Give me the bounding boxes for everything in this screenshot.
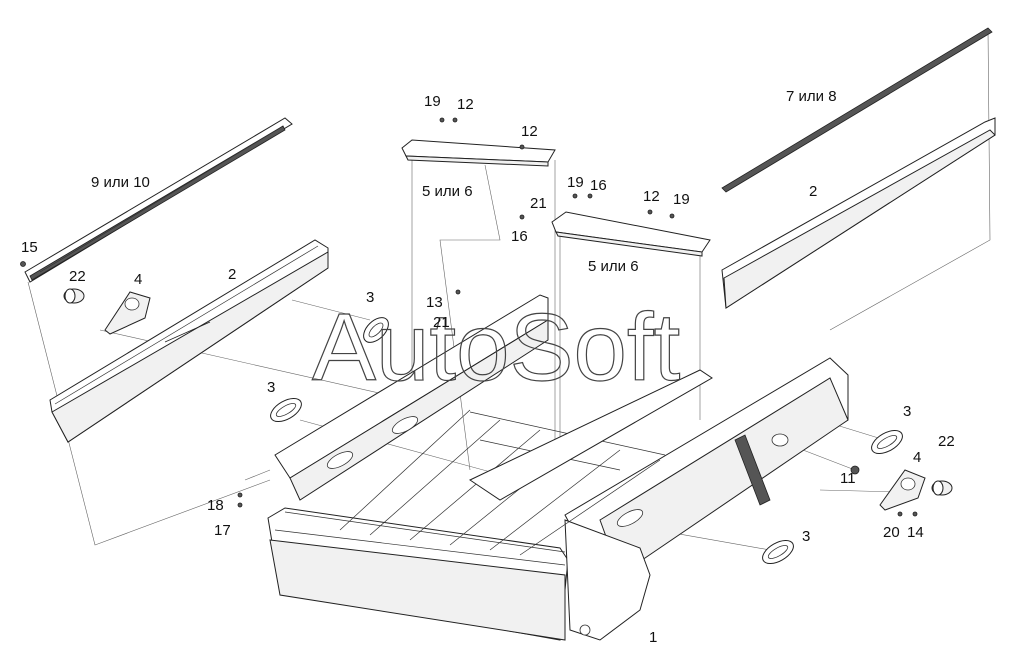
label-part-3-inner: 3: [366, 289, 374, 306]
label-part-14: 14: [907, 524, 924, 541]
label-part-17: 17: [214, 522, 231, 539]
label-part-22-right: 22: [938, 433, 955, 450]
watermark-text: AutoSoft: [312, 294, 680, 401]
label-part-2-left: 2: [228, 266, 236, 283]
side-panel-right-part-2: [721, 117, 996, 309]
rod-part-7-8: [721, 27, 993, 193]
label-part-11: 11: [840, 470, 856, 487]
gasket-left-part-3: [270, 397, 302, 423]
label-part-13: 13: [426, 294, 443, 311]
cover-top-part-5-6: [401, 139, 556, 167]
label-part-7-8: 7 или 8: [786, 88, 837, 105]
bracket-left-part-4: [104, 291, 151, 335]
label-part-4-left: 4: [134, 271, 142, 288]
label-part-16-b: 16: [511, 228, 528, 245]
gasket-inner-part-3: [363, 317, 389, 343]
bushing-left-part-22: [63, 288, 85, 304]
part-labels: 1 2 2 3 3 3 3 4 4 5 или 6 5 или 6 7 или …: [21, 88, 955, 646]
label-part-12-b: 12: [521, 123, 538, 140]
label-part-12-c: 12: [643, 188, 660, 205]
label-part-21-b: 21: [433, 314, 450, 331]
cover-bottom-part-5-6: [551, 211, 711, 257]
label-part-22-left: 22: [69, 268, 86, 285]
gasket-right-top-part-3: [871, 429, 903, 455]
label-part-20: 20: [883, 524, 900, 541]
label-part-12-a: 12: [457, 96, 474, 113]
label-part-16-a: 16: [590, 177, 607, 194]
label-part-4-right: 4: [913, 449, 921, 466]
label-part-19-c: 19: [673, 191, 690, 208]
label-part-19-b: 19: [567, 174, 584, 191]
label-part-3-left: 3: [267, 379, 275, 396]
label-part-21-a: 21: [530, 195, 547, 212]
label-part-5-6-top: 5 или 6: [422, 183, 473, 200]
label-part-2-right: 2: [809, 183, 817, 200]
fasteners: [20, 117, 918, 517]
main-frame-part-1: [267, 294, 849, 641]
label-part-15: 15: [21, 239, 38, 256]
label-part-3-right-bottom: 3: [802, 528, 810, 545]
side-panel-left-part-2: [49, 239, 329, 443]
rail-part-9-10: [24, 117, 293, 283]
label-part-1: 1: [649, 629, 657, 646]
bracket-right-part-4: [879, 469, 926, 511]
label-part-3-right-top: 3: [903, 403, 911, 420]
label-part-9-10: 9 или 10: [91, 174, 150, 191]
label-part-19-a: 19: [424, 93, 441, 110]
bushing-right-part-22: [931, 480, 953, 496]
label-part-18: 18: [207, 497, 224, 514]
gasket-right-bottom-part-3: [762, 539, 794, 565]
label-part-5-6-bottom: 5 или 6: [588, 258, 639, 275]
